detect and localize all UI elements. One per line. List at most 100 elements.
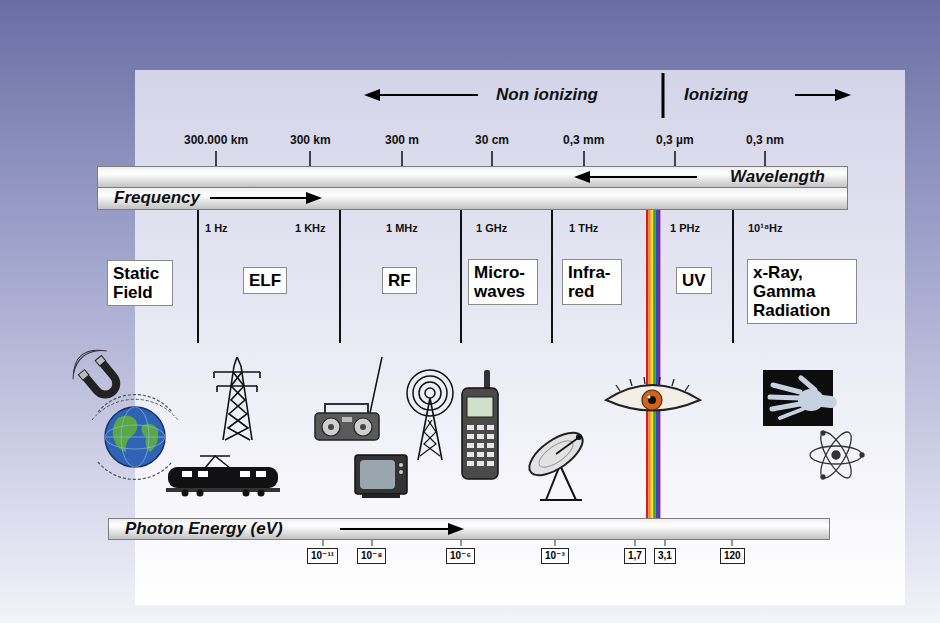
xray-hand-icon [801,378,815,390]
band-name: UV [682,271,706,290]
train-icon [182,471,192,477]
energy-value-box: 3,1 [654,548,676,564]
antenna-icon [420,420,436,456]
frequency-value: 1 GHz [476,222,507,234]
train-icon [243,490,250,497]
atom-icon [832,451,840,459]
radio-icon [370,357,382,413]
pylon-icon [217,385,257,387]
energy-ticks [635,540,636,546]
satellite-dish-icon [523,425,590,483]
eye-icon [644,377,645,384]
eye-icon [616,385,620,391]
mobile-phone-icon [462,388,498,479]
train-icon [198,471,208,477]
eye-icon [606,377,700,411]
tv-icon [362,494,400,498]
pylon-icon [213,372,215,378]
wavelength-value: 0,3 µm [656,133,694,147]
band-dividers [460,210,462,343]
energy-value-box: 10⁻³ [541,548,569,564]
wavelength-ticks [215,151,217,166]
band-box: UV [676,267,712,294]
tv-icon [399,470,403,474]
band-dividers [339,210,341,343]
energy-value-box: 10⁻⁸ [357,548,386,564]
radio-icon [325,404,368,413]
ionizing-arrows [662,73,665,118]
eye-icon [616,377,689,391]
mobile-phone-icon [487,425,494,430]
wavelength-value: 0,3 nm [746,133,784,147]
satellite-dish-icon [576,434,582,440]
band-box: x-Ray, Gamma Radiation [747,259,857,324]
eye-icon [642,390,662,410]
mobile-phone-icon [487,434,494,439]
satellite-dish-icon [556,438,578,454]
bar-title: Frequency [114,188,847,208]
visible-spectrum [658,210,660,518]
frequency-value: 1 KHz [295,222,326,234]
wavelength-ticks [216,151,765,166]
atom-icon [815,428,857,482]
wavelength-ticks [309,151,311,166]
energy-value: 120 [724,550,741,562]
band-dividers [197,210,199,343]
energy-value: 10⁻¹¹ [311,550,334,562]
mobile-phone-icon [477,425,484,430]
energy-value: 1,7 [628,550,642,562]
wavelength-ticks [764,151,766,166]
pylon-icon [214,357,260,440]
magnet-icon [65,341,130,406]
mobile-phone-icon [467,425,494,466]
visible-spectrum [648,210,650,518]
eye-icon [630,379,632,386]
atom-icon [821,475,825,479]
energy-ticks [323,540,324,546]
bar-arrows [340,528,450,530]
eye-icon [685,385,689,391]
satellite-dish-icon [540,499,582,501]
wavelength-value: 300 m [385,133,419,147]
antenna-icon [418,398,430,460]
wavelength-value: 300.000 km [184,133,248,147]
mobile-phone-icon [467,434,474,439]
antenna-icon [413,376,447,410]
energy-value-box: 10⁻⁶ [446,548,475,564]
tv-icon [399,463,403,467]
frequency-bar: Frequency [97,187,848,210]
eye-icon [648,396,656,404]
energy-ticks [461,540,462,546]
band-name: Static Field [113,264,167,302]
eye-icon [606,385,700,411]
bar-title: Wavelength [98,167,825,187]
bar-arrows [210,171,697,535]
scale-bars [97,187,848,210]
bar-title: Photon Energy (eV) [125,519,829,539]
ionizing-arrows [835,89,851,101]
xray-hand-icon [763,370,833,426]
visible-spectrum [653,210,655,518]
band-box: ELF [243,267,287,294]
wavelength-ticks [401,151,403,166]
band-name: Micro- waves [474,263,532,301]
wavelength-ticks [491,151,493,166]
energy-ticks [372,540,373,546]
antenna-icon [430,398,442,460]
visible-spectrum [646,210,660,518]
energy-ticks [665,540,666,546]
eye-icon [648,396,651,399]
pylon-icon [234,357,237,366]
mobile-phone-icon [487,452,494,457]
xray-hand-icon [770,378,831,418]
wavelength-ticks [583,151,585,166]
energy-value-box: 1,7 [624,548,646,564]
wavelength-value: 0,3 mm [563,133,604,147]
magnet-icon [85,363,120,399]
magnet-icon [78,370,89,381]
mobile-phone-icon [462,370,498,479]
tv-icon [355,455,407,498]
ionization-label: Non ionizing [496,85,598,105]
energy-ticks [732,540,733,546]
